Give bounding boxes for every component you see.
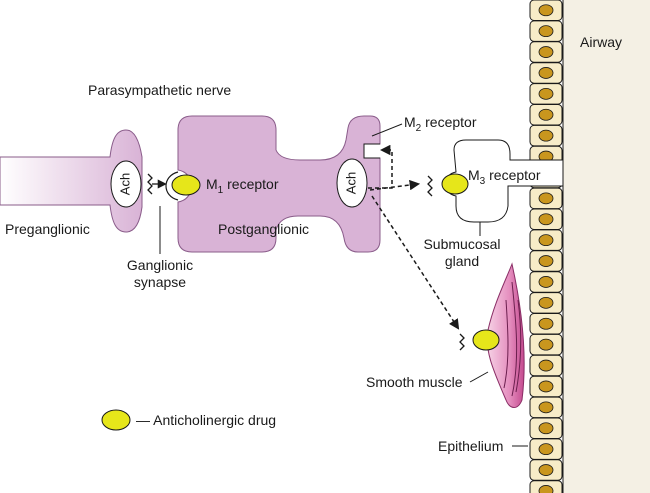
epithelial-nucleus (538, 213, 554, 226)
epithelial-nucleus (538, 464, 554, 476)
preganglionic-fiber (0, 129, 143, 233)
airway-lumen (563, 0, 650, 493)
airway-label: Airway (580, 34, 622, 50)
epithelial-nucleus (538, 234, 554, 247)
epithelial-nucleus (538, 422, 554, 435)
epithelial-nucleus (538, 4, 554, 17)
m2-receptor-site (363, 143, 380, 159)
epithelium-cells (529, 0, 563, 493)
anticholinergic-drug-legend (101, 409, 131, 431)
epithelial-nucleus (538, 359, 554, 372)
smooth-muscle-fiber (503, 299, 509, 389)
ach-label-postganglionic: Ach (343, 172, 358, 194)
ganglionic-synapse-label-1: Ganglionic (127, 257, 193, 273)
epithelial-nucleus (538, 255, 554, 267)
smooth-muscle-fiber (511, 281, 518, 397)
epithelial-nucleus (538, 276, 554, 288)
m2-receptor-label: M2 receptor (404, 114, 477, 134)
preganglionic-label: Preganglionic (5, 221, 90, 237)
submucosal-gland-label-1: Submucosal (423, 236, 500, 252)
parasympathetic-nerve-label: Parasympathetic nerve (88, 82, 231, 98)
m3-zigzag (427, 175, 433, 197)
epithelial-nucleus (538, 192, 554, 205)
m3-receptor-label: M3 receptor (468, 167, 541, 187)
anticholinergic-drug-legend-label: — Anticholinergic drug (136, 412, 276, 428)
synapse-zigzag (147, 173, 153, 195)
postganglionic-neuron (177, 115, 381, 253)
epithelial-nucleus (538, 401, 554, 414)
muscle-zigzag (459, 333, 465, 351)
smooth-muscle-fiber (515, 299, 522, 393)
epithelial-nucleus (538, 67, 554, 79)
smooth-muscle (486, 262, 525, 408)
muscle-leader (469, 371, 489, 383)
epithelial-nucleus (538, 46, 554, 58)
ach-vesicle-postganglionic (336, 158, 368, 208)
postganglionic-label: Postganglionic (218, 221, 309, 237)
pathway-to-m2 (368, 144, 393, 189)
epithelial-nucleus (538, 87, 554, 100)
ganglionic-synapse-label-2: synapse (134, 274, 186, 290)
anticholinergic-drug-muscle (472, 329, 500, 351)
epithelial-nucleus (538, 25, 554, 38)
epithelial-nucleus (538, 108, 554, 121)
epithelial-nucleus (538, 296, 554, 309)
m1-receptor-label: M1 receptor (206, 176, 279, 196)
epithelial-nucleus (538, 380, 554, 393)
m2-leader (371, 123, 403, 137)
anticholinergic-drug-m3 (441, 173, 469, 195)
epithelial-nucleus (538, 129, 554, 142)
epithelium-label: Epithelium (438, 438, 503, 454)
anticholinergic-drug-m1 (171, 174, 201, 196)
pathway-to-gland (369, 179, 421, 191)
ach-label-preganglionic: Ach (117, 173, 132, 195)
smooth-muscle-label: Smooth muscle (366, 374, 463, 390)
epithelial-nucleus (538, 317, 554, 330)
epithelial-nucleus (538, 485, 554, 493)
ach-vesicle-preganglionic (110, 160, 142, 208)
submucosal-gland-label-2: gland (445, 253, 479, 269)
epithelial-nucleus (538, 443, 554, 456)
epithelial-nucleus (538, 338, 554, 351)
pathway-to-muscle (371, 195, 460, 330)
